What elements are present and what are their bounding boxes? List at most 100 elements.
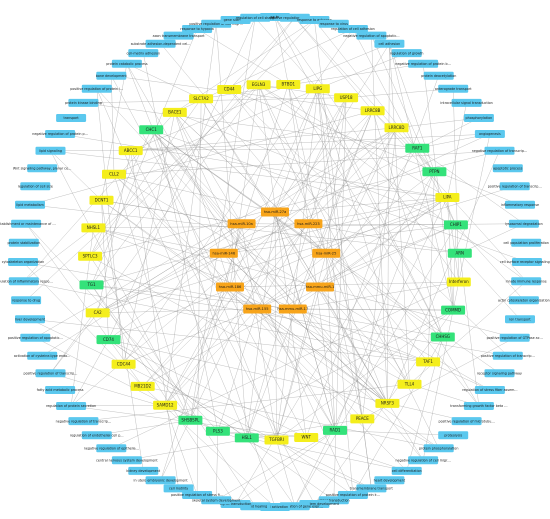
- network-edge: [91, 284, 508, 356]
- go-term-node-label: response to estrogen: [297, 18, 332, 22]
- gene-node-box: [139, 125, 164, 135]
- gene-node: PTPN: [422, 167, 447, 177]
- network-edge: [292, 110, 373, 310]
- go-term-node-box: [505, 200, 535, 209]
- network-edge: [164, 43, 390, 406]
- go-term-node: substrate adhesion-dependent cel…: [131, 39, 190, 48]
- gene-node: PEACE: [350, 414, 375, 424]
- network-edge: [362, 127, 397, 419]
- go-term-node: ion transport: [505, 315, 535, 324]
- gene-node: LRRC8B: [360, 106, 385, 116]
- go-term-node: heart development: [374, 476, 406, 485]
- go-term-node-box: [27, 164, 58, 173]
- go-term-node: apoptotic process: [492, 164, 523, 173]
- network-edge: [50, 150, 191, 421]
- go-term-node-box: [111, 59, 142, 68]
- gene-node: CHIP1: [443, 220, 468, 230]
- gene-node-label: CHIP1: [450, 222, 462, 227]
- gene-node-label: SLC7A2: [193, 96, 209, 101]
- network-edge: [101, 63, 128, 201]
- network-edge: [317, 88, 443, 338]
- gene-node-label: CA2: [94, 310, 103, 315]
- gene-node-box: [78, 251, 103, 261]
- network-edge: [274, 88, 318, 213]
- network-edge: [292, 88, 318, 310]
- go-term-node-box: [356, 484, 387, 493]
- network-edge: [123, 28, 354, 365]
- go-term-node-box: [408, 456, 439, 465]
- go-term-node-label: phosphorylation: [466, 116, 493, 120]
- go-term-node-label: positive regulation of transcrip…: [481, 354, 535, 358]
- go-term-node-box: [20, 333, 51, 342]
- gene-node-box: [178, 415, 203, 425]
- go-term-node-label: angiogenesis: [479, 132, 501, 136]
- network-edge: [319, 197, 448, 288]
- gene-node: ABCC1: [118, 146, 143, 156]
- mirna-node-label: hsa-miR-186: [219, 285, 242, 289]
- network-edge: [428, 361, 490, 391]
- gene-node: BTBD1: [276, 80, 301, 89]
- network-edge: [235, 171, 435, 505]
- go-term-node-box: [182, 491, 213, 499]
- gene-node-label: SAMD12: [157, 402, 174, 407]
- go-term-node-label: negative regulation of epithelia…: [84, 447, 139, 451]
- network-edge: [326, 127, 397, 254]
- network-edge: [123, 224, 456, 365]
- go-term-node: anterograde transport: [435, 84, 472, 93]
- network-edge: [174, 112, 242, 224]
- go-term-node: regulation of stress fiber assem…: [462, 386, 518, 394]
- go-term-node-box: [15, 315, 45, 324]
- gene-node-box: [85, 308, 110, 318]
- gene-node: CA2: [85, 308, 110, 318]
- go-term-node: positive regulation of transcrip…: [24, 369, 77, 378]
- network-edge: [274, 16, 289, 85]
- mirna-node-box: [312, 248, 341, 258]
- gene-node: CLL2: [102, 169, 126, 179]
- gene-node: CD44: [217, 85, 242, 94]
- gene-node: LRRC8D: [384, 123, 409, 133]
- gene-node: Interferon: [446, 277, 471, 287]
- go-term-node-label: positive regulation of protein i…: [70, 87, 123, 91]
- gene-node-box: [441, 305, 466, 315]
- network-edge: [50, 312, 98, 374]
- network-edge: [164, 23, 217, 406]
- go-term-node: cell surface receptor signaling …: [500, 258, 550, 266]
- network-edge: [91, 284, 191, 421]
- gene-node-label: CHHSG: [436, 334, 450, 339]
- go-term-node: negative regulation of transcrip…: [56, 417, 111, 426]
- network-edge: [258, 84, 439, 449]
- go-term-node-box: [391, 49, 422, 58]
- go-term-node-box: [484, 369, 515, 378]
- go-term-node-label: positive regulation of cell migr…: [189, 22, 243, 26]
- gene-node: BACE1: [162, 107, 187, 117]
- network-edge: [29, 319, 124, 365]
- gene-node: EGLN3: [246, 80, 271, 90]
- go-term-node: regulation of cell adhesion: [331, 25, 375, 33]
- go-term-node-box: [408, 59, 439, 68]
- go-term-node-label: response to virus: [320, 22, 349, 26]
- go-term-node-box: [474, 130, 505, 138]
- network-edge: [130, 133, 490, 151]
- go-term-node: regulation of inflammatory respo…: [0, 277, 53, 286]
- network-edge: [151, 129, 528, 263]
- network-edge: [97, 133, 490, 314]
- gene-node-label: TG1: [86, 282, 96, 287]
- network-edge: [174, 112, 327, 254]
- mirna-node-box: [243, 304, 272, 314]
- go-term-node: lipid metabolism: [15, 200, 45, 209]
- gene-node-box: [405, 143, 430, 153]
- gene-node: TLL4: [397, 379, 422, 389]
- gene-node: LIPG: [305, 84, 330, 94]
- go-term-node-label: cytoskeleton organization: [2, 260, 45, 264]
- go-term-node-box: [27, 351, 58, 360]
- network-edge: [83, 102, 418, 149]
- go-term-node-label: lipid metabolism: [16, 203, 43, 207]
- go-term-node-label: transport: [63, 116, 79, 120]
- network-edge: [83, 97, 347, 104]
- go-term-node-box: [240, 13, 271, 22]
- network-edge: [452, 224, 457, 311]
- network-edge: [274, 197, 448, 213]
- network-edge: [229, 88, 318, 288]
- network-edge: [93, 227, 224, 254]
- gene-node-label: CHC1: [146, 127, 158, 132]
